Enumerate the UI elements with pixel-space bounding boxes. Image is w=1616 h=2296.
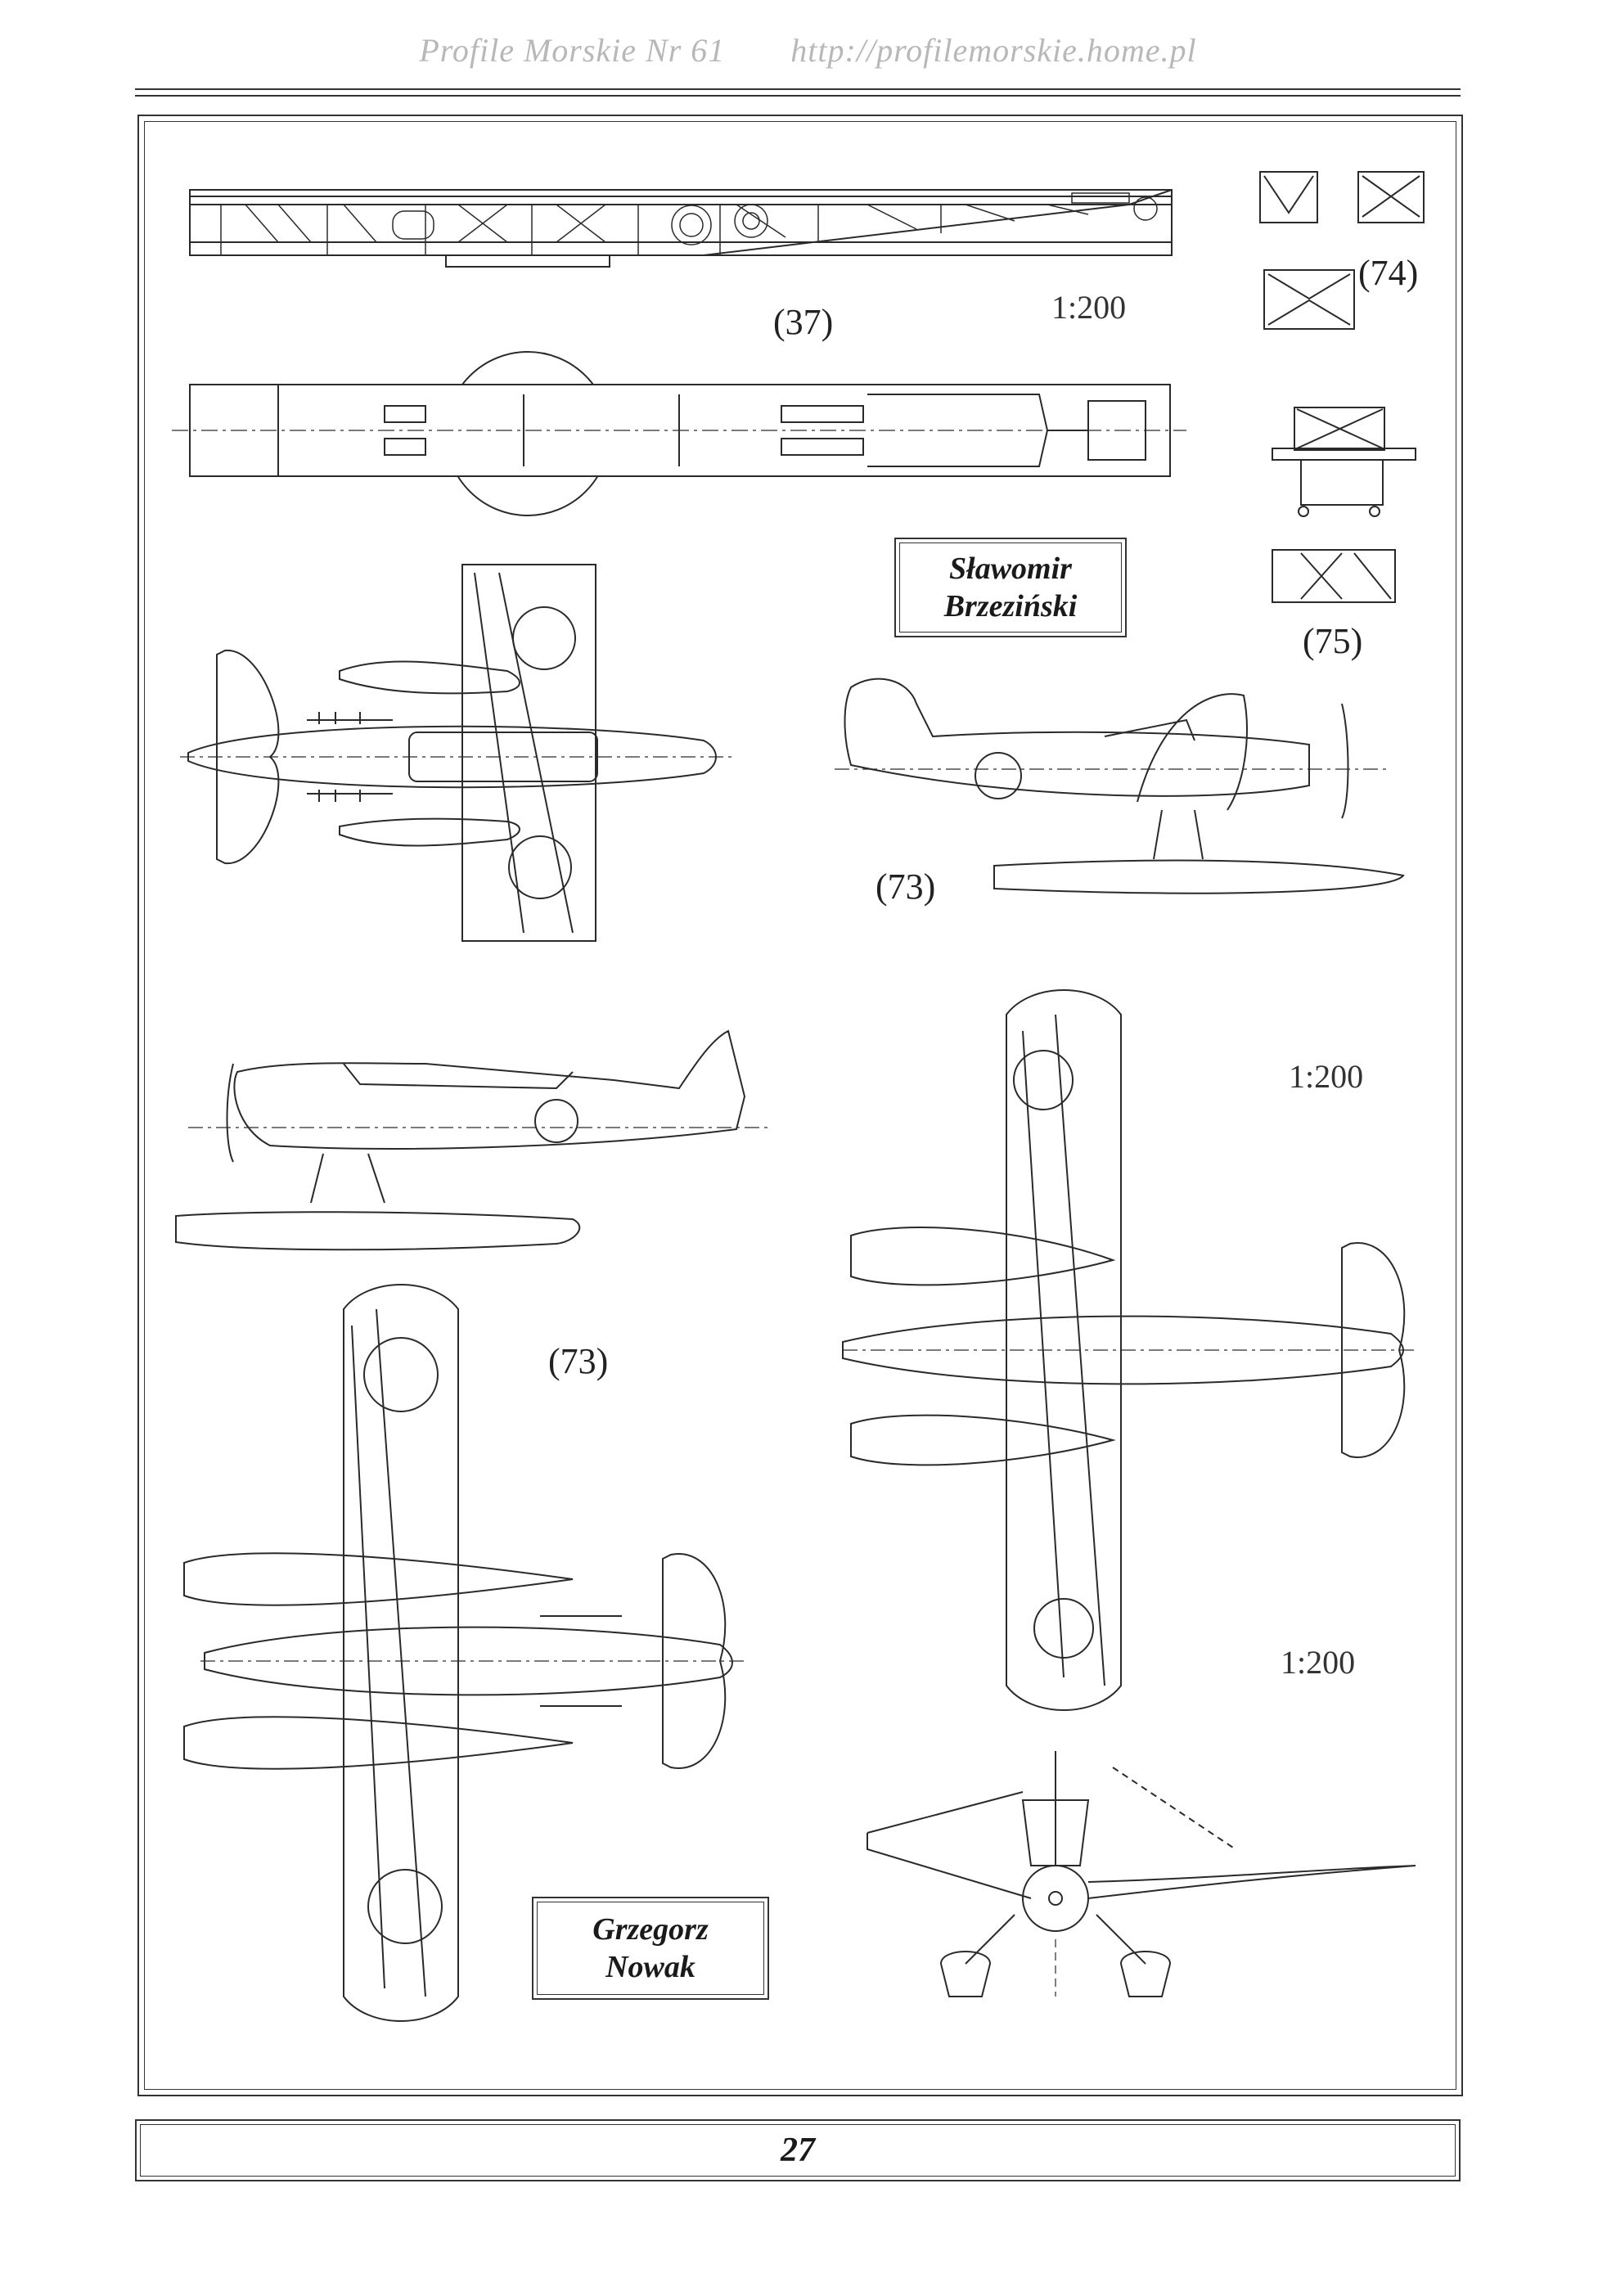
header-rule <box>135 88 1461 90</box>
author-2-lastname: Nowak <box>605 1950 695 1984</box>
page-number: 27 <box>781 2132 815 2169</box>
author-box-2: Grzegorz Nowak <box>532 1897 769 2000</box>
drawing-frame <box>137 115 1463 2096</box>
label-trolley-75: (75) <box>1303 621 1363 661</box>
label-plane-73-top: (73) <box>876 867 936 907</box>
plane-front-view <box>867 1751 1416 1997</box>
plane-plan-view-bottom <box>183 1284 745 2022</box>
scale-right-upper: 1:200 <box>1289 1058 1364 1095</box>
trolley-drawings-75 <box>1272 407 1416 603</box>
header-rule-2 <box>135 95 1461 97</box>
catapult-top-view <box>172 351 1186 516</box>
scale-right-lower: 1:200 <box>1281 1644 1356 1681</box>
page-header: Profile Morskie Nr 61 http://profilemorsk… <box>0 31 1616 70</box>
label-trolley-74: (74) <box>1358 253 1419 293</box>
label-plane-73-bottom: (73) <box>548 1341 609 1381</box>
page-number-box: 27 <box>135 2119 1461 2181</box>
plane-side-view-top <box>835 678 1405 894</box>
trolley-drawings-74 <box>1259 171 1425 330</box>
magazine-title: Profile Morskie Nr 61 <box>419 32 726 69</box>
author-box-1: Sławomir Brzeziński <box>894 538 1127 637</box>
plane-plan-view-top <box>180 564 736 942</box>
author-1-firstname: Sławomir <box>949 551 1072 586</box>
author-2-firstname: Grzegorz <box>592 1912 709 1947</box>
author-1-lastname: Brzeziński <box>943 589 1078 624</box>
catapult-side-view <box>189 189 1173 268</box>
plane-side-view-middle <box>175 1029 769 1251</box>
magazine-url: http://profilemorskie.home.pl <box>790 32 1197 69</box>
label-catapult: (37) <box>773 302 834 342</box>
scale-top: 1:200 <box>1051 289 1127 326</box>
plane-plan-view-middle <box>842 989 1416 1711</box>
